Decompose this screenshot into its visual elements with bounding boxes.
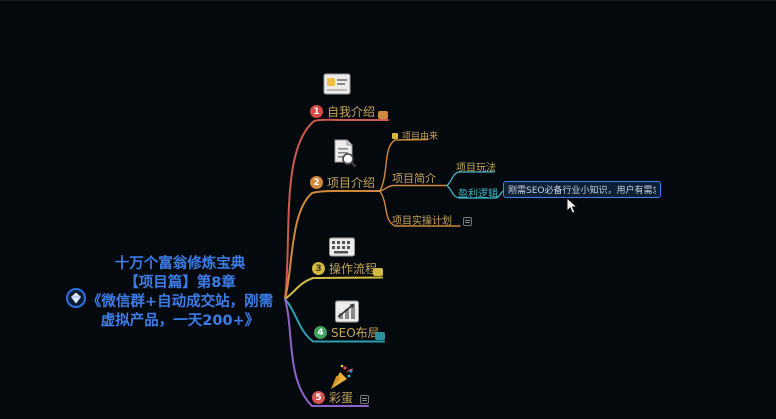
id-card-icon [322, 70, 352, 102]
branch-node-seo-layout[interactable]: 4 SEO布局 [314, 325, 380, 340]
child-label: 项目玩法 [456, 163, 496, 174]
branch-node-operation-flow[interactable]: 3 操作流程 [312, 261, 377, 276]
selected-note-node[interactable]: 刚需SEO必备行业小知识，用户有需求就会行动 [503, 181, 661, 198]
gem-icon [66, 288, 86, 308]
child-node-project-plan[interactable]: 项目实操计划 [392, 212, 452, 227]
branch-node-easter-egg[interactable]: 5 彩蛋 [312, 390, 353, 405]
note-tag-icon[interactable] [360, 395, 369, 404]
branch-label: 自我介绍 [327, 105, 376, 119]
canvas-top-edge [0, 0, 776, 1]
branch-number-badge: 4 [314, 326, 327, 339]
child-label: 项目简介 [392, 171, 436, 185]
subline-gameplay [446, 171, 495, 187]
child-node-gameplay[interactable]: 项目玩法 [456, 159, 496, 174]
keyboard-icon [328, 235, 356, 263]
party-popper-icon [328, 362, 356, 396]
note-tag-icon[interactable] [463, 217, 472, 226]
branch-line-operation-flow [284, 276, 383, 300]
child-node-project-origin[interactable]: 项目由来 [392, 128, 438, 143]
branch-number-badge: 3 [312, 262, 325, 275]
mouse-cursor [566, 196, 579, 219]
child-label: 盈利逻辑 [458, 189, 498, 200]
branch-node-self-intro[interactable]: 1 自我介绍 [310, 104, 375, 119]
chart-icon [334, 299, 360, 329]
subline-project-brief [379, 184, 448, 192]
child-node-profit-logic[interactable]: 盈利逻辑 [458, 185, 498, 200]
branch-label: SEO布局 [331, 326, 380, 340]
branch-node-project-intro[interactable]: 2 项目介绍 [310, 175, 375, 190]
central-line-1: 十万个富翁修炼宝典 [114, 256, 246, 272]
child-node-project-brief[interactable]: 项目简介 [392, 170, 436, 185]
central-topic[interactable]: 十万个富翁修炼宝典 【项目篇】第8章 《微信群+自动成交站，刚需 虚拟产品，一天… [80, 255, 280, 331]
bullet-icon [392, 132, 398, 139]
branch-label: 项目介绍 [327, 176, 376, 190]
doc-search-icon [330, 138, 358, 172]
central-line-2: 【项目篇】第8章 [124, 275, 236, 291]
collapse-badge[interactable] [375, 332, 385, 340]
central-line-3: 《微信群+自动成交站，刚需 [86, 294, 274, 310]
branch-number-badge: 1 [310, 105, 323, 118]
branch-number-badge: 5 [312, 391, 325, 404]
branch-label: 操作流程 [329, 262, 378, 276]
collapse-badge[interactable] [373, 268, 383, 276]
central-line-4: 虚拟产品，一天200+》 [100, 313, 260, 329]
branch-number-badge: 2 [310, 176, 323, 189]
child-label: 项目实操计划 [392, 216, 452, 227]
child-label: 项目由来 [402, 132, 439, 142]
collapse-badge[interactable] [378, 111, 388, 119]
note-label: 刚需SEO必备行业小知识，用户有需求就会行动 [508, 186, 656, 196]
branch-label: 彩蛋 [329, 391, 354, 405]
